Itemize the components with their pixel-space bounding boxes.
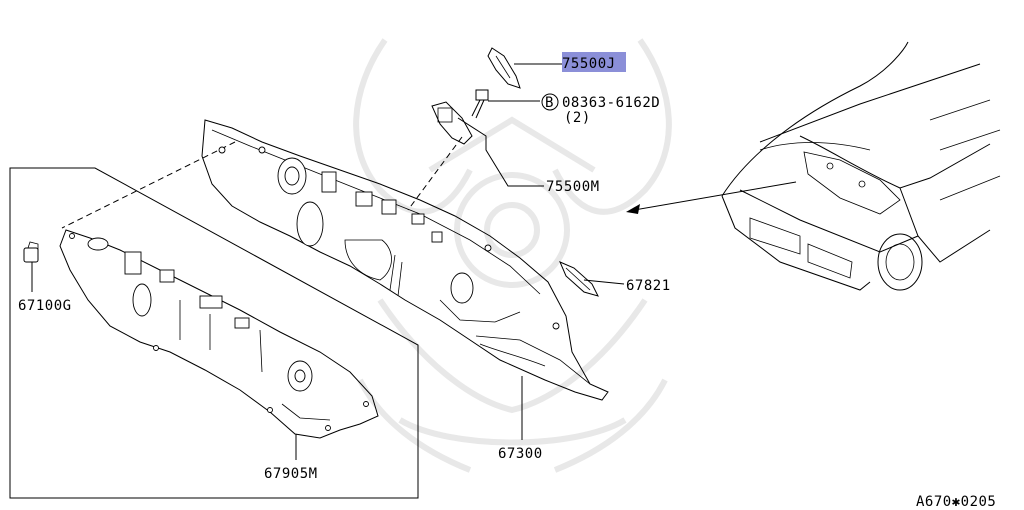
- label-67100g[interactable]: 67100G: [18, 298, 72, 314]
- label-highlight: [562, 52, 626, 72]
- label-75500m[interactable]: 75500M: [546, 179, 600, 195]
- dashed-guide-lines: [61, 136, 463, 229]
- insulator-drawing[interactable]: [59, 229, 379, 439]
- label-67821[interactable]: 67821: [626, 278, 671, 294]
- bolt-drawing[interactable]: [471, 89, 489, 119]
- b-symbol-icon: [541, 93, 559, 111]
- diagram-code: A670✱0205: [916, 494, 996, 510]
- bracket-75500m-drawing[interactable]: [431, 101, 473, 145]
- insulator-box: [9, 167, 419, 499]
- clip-drawing[interactable]: [23, 241, 39, 263]
- b-symbol-letter: B: [545, 95, 554, 111]
- label-67300[interactable]: 67300: [498, 446, 543, 462]
- seal-67821-drawing[interactable]: [559, 261, 599, 297]
- dash-panel-drawing[interactable]: [201, 119, 609, 401]
- bracket-75500j-drawing[interactable]: [487, 47, 521, 89]
- vehicle-location-drawing: [721, 41, 1001, 291]
- label-08363-qty: (2): [564, 110, 591, 126]
- label-67905m[interactable]: 67905M: [264, 466, 318, 482]
- location-arrow: [626, 181, 797, 214]
- label-75500j[interactable]: 75500J: [562, 56, 616, 72]
- watermark-emblem: [353, 38, 672, 473]
- leader-lines: [31, 63, 625, 460]
- label-08363[interactable]: 08363-6162D: [562, 95, 660, 111]
